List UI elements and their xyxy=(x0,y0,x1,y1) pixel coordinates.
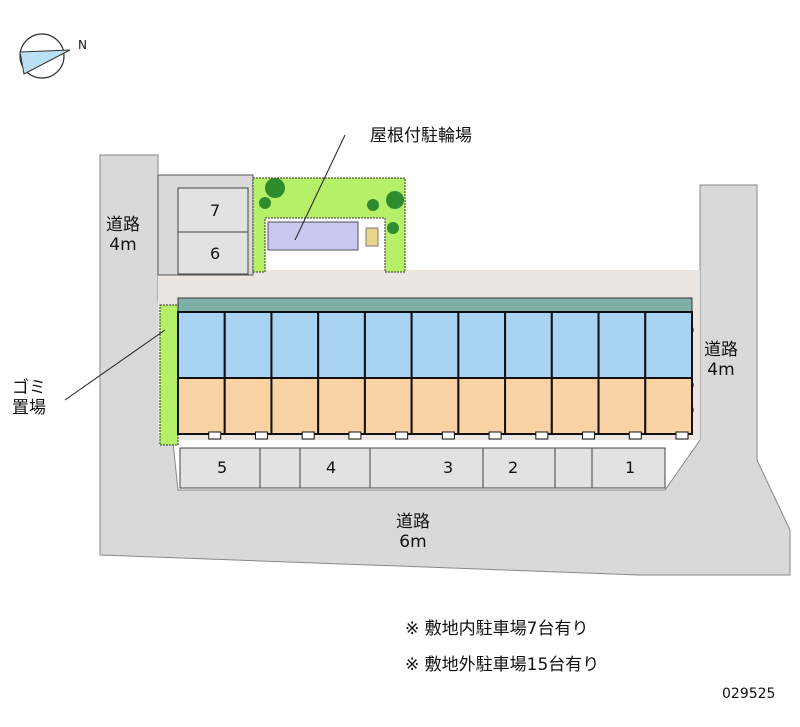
unit-balcony-unit xyxy=(254,431,268,440)
unit-living-room xyxy=(644,377,693,435)
unit-balcony-unit xyxy=(395,431,409,440)
compass-icon xyxy=(19,33,71,79)
unit-living-room xyxy=(363,377,413,435)
unit-living-room xyxy=(410,377,460,435)
unit-bath-area xyxy=(177,311,226,379)
road-width: 4m xyxy=(707,360,735,380)
unit-bath-area xyxy=(317,311,366,379)
unit-bath-area xyxy=(270,311,320,379)
unit-balcony-unit xyxy=(582,431,596,440)
unit-balcony-unit xyxy=(208,431,222,440)
unit-balcony-unit xyxy=(441,431,455,440)
unit-living-room xyxy=(317,377,366,435)
unit-bath-area xyxy=(457,311,507,379)
garbage-label: ゴミ置場 xyxy=(12,378,46,418)
property-code: 029525 xyxy=(722,686,776,702)
apartment-units xyxy=(177,311,693,440)
leader-line-garbage xyxy=(64,329,166,401)
unit-bath-area xyxy=(363,311,413,379)
leader-line-bike xyxy=(294,134,346,241)
unit-living-room xyxy=(223,377,273,435)
bike-parking[interactable] xyxy=(267,221,359,251)
parking-space-6[interactable] xyxy=(177,231,249,275)
parking-number-4: 4 xyxy=(326,458,337,477)
note-offsite-parking: ※ 敷地外駐車場15台有り xyxy=(405,655,600,675)
unit-living-room xyxy=(270,377,320,435)
compass-north-label: N xyxy=(78,38,87,52)
unit-living-room xyxy=(457,377,507,435)
unit-balcony-unit xyxy=(348,431,362,440)
road-name: 道路 xyxy=(396,512,430,532)
note-onsite-parking: ※ 敷地内駐車場7台有り xyxy=(405,619,589,639)
unit-living-room xyxy=(550,377,600,435)
unit-bath-area xyxy=(644,311,693,379)
parking-number-3: 3 xyxy=(443,458,454,477)
unit-balcony-unit xyxy=(301,431,315,440)
unit-bath-area xyxy=(410,311,460,379)
road-width: 6m xyxy=(399,532,427,552)
parking-number-7: 7 xyxy=(210,201,221,220)
unit-living-room xyxy=(504,377,553,435)
road-name: 道路 xyxy=(106,215,140,235)
parking-number-6: 6 xyxy=(210,244,221,263)
parking-number-2: 2 xyxy=(508,458,519,477)
garbage-label-line1: ゴミ xyxy=(12,378,46,398)
parking-row xyxy=(179,447,666,489)
unit-bath-area xyxy=(597,311,647,379)
unit-living-room xyxy=(597,377,647,435)
garbage-label-line2: 置場 xyxy=(12,398,46,418)
bike-icon xyxy=(365,227,379,247)
green-area xyxy=(252,177,406,273)
parking-space-7[interactable] xyxy=(177,187,249,233)
unit-balcony-unit xyxy=(488,431,502,440)
unit-bath-area xyxy=(504,311,553,379)
bike-parking-label: 屋根付駐輪場 xyxy=(370,126,472,146)
garbage-area xyxy=(159,304,179,446)
unit-bath-area xyxy=(550,311,600,379)
unit-balcony-unit xyxy=(675,431,689,440)
road-width: 4m xyxy=(109,235,137,255)
corridor xyxy=(177,297,693,313)
unit-living-room xyxy=(177,377,226,435)
unit-balcony-unit xyxy=(628,431,642,440)
unit-balcony-unit xyxy=(535,431,549,440)
road-name: 道路 xyxy=(704,340,738,360)
parking-number-5: 5 xyxy=(217,458,228,477)
unit-bath-area xyxy=(223,311,273,379)
parking-number-1: 1 xyxy=(625,458,636,477)
